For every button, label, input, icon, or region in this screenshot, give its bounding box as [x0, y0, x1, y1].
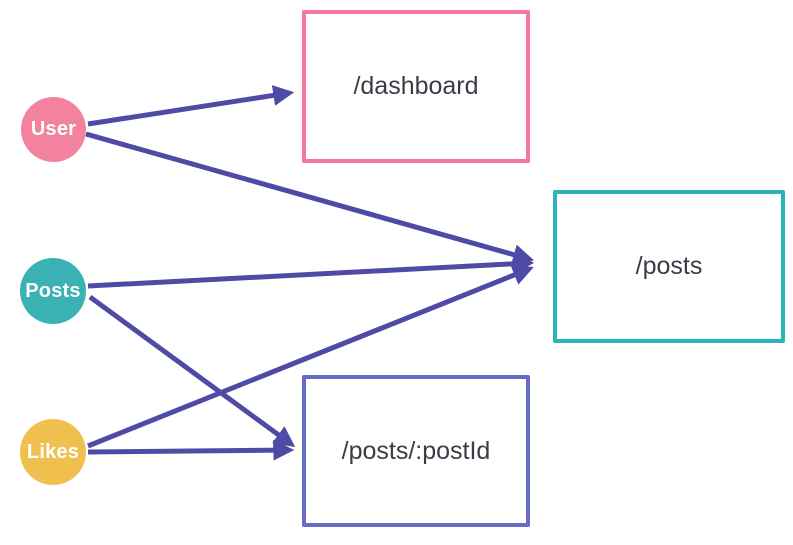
route-box-post-detail: /posts/:postId: [302, 375, 530, 527]
edge-user-to-dashboard: [87, 85, 295, 127]
route-box-dashboard: /dashboard: [302, 10, 530, 163]
node-user-label: User: [30, 118, 77, 140]
edge-posts-to-posts-route: [87, 253, 535, 289]
node-posts: Posts: [20, 258, 86, 324]
route-posts-label: /posts: [635, 252, 703, 280]
node-user: User: [21, 97, 86, 162]
node-likes: Likes: [20, 419, 86, 485]
node-likes-label: Likes: [26, 440, 80, 463]
route-box-posts: /posts: [553, 190, 785, 343]
route-post-detail-label: /posts/:postId: [341, 436, 491, 465]
node-posts-label: Posts: [25, 279, 81, 302]
edge-posts-to-post-detail: [88, 294, 296, 448]
route-dashboard-label: /dashboard: [353, 72, 479, 100]
edge-likes-to-post-detail: [87, 439, 295, 461]
